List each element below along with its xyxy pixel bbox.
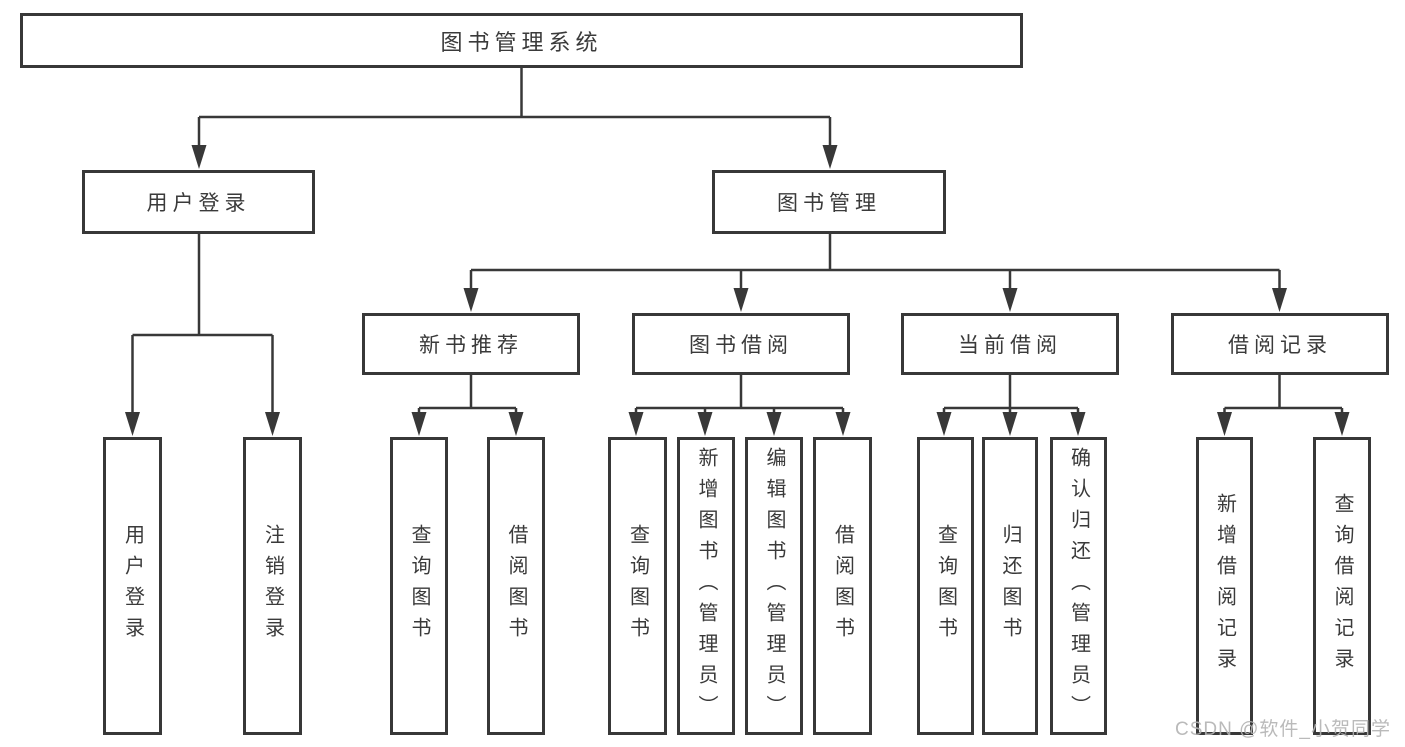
leaf-label: 查询图书 (408, 524, 430, 648)
node-new-book-recommend: 新书推荐 (362, 313, 580, 375)
leaf-user-login: 用户登录 (103, 437, 162, 735)
edge-book-borrow-to-leaves (634, 375, 845, 414)
leaf-label: 用户登录 (121, 524, 144, 648)
leaf-label: 注销登录 (261, 524, 284, 648)
leaf-query-books-borrow: 查询图书 (608, 437, 667, 735)
edge-new-book-recommend-to-leaves (417, 375, 518, 414)
leaf-label: 新增图书（管理员） (695, 446, 717, 726)
edge-user-login-to-leaves (131, 234, 274, 414)
arrowheads-level3 (463, 288, 1287, 312)
leaf-borrow-books: 借阅图书 (813, 437, 872, 735)
leaf-label: 编辑图书（管理员） (763, 446, 785, 726)
node-label: 当前借阅 (958, 334, 1062, 357)
arrowheads-current-borrow (936, 412, 1086, 436)
leaf-return-books: 归还图书 (982, 437, 1038, 735)
leaf-logout: 注销登录 (243, 437, 302, 735)
leaf-label: 借阅图书 (831, 524, 854, 648)
leaf-confirm-return-admin: 确认归还（管理员） (1050, 437, 1107, 735)
leaf-query-books-current: 查询图书 (917, 437, 974, 735)
arrowheads-user-login (125, 412, 280, 436)
node-label: 借阅记录 (1228, 334, 1332, 357)
leaf-label: 查询图书 (934, 524, 957, 648)
node-borrow-record: 借阅记录 (1171, 313, 1389, 375)
node-book-management: 图书管理 (712, 170, 946, 234)
leaf-label: 新增借阅记录 (1213, 493, 1236, 679)
edge-book-management-to-level3 (469, 234, 1281, 290)
leaf-query-borrow-record: 查询借阅记录 (1313, 437, 1371, 735)
arrowheads-borrow-record (1217, 412, 1350, 436)
node-label: 图书管理 (777, 192, 881, 215)
leaf-query-books-recommend: 查询图书 (390, 437, 448, 735)
leaf-add-books-admin: 新增图书（管理员） (677, 437, 735, 735)
leaf-edit-books-admin: 编辑图书（管理员） (745, 437, 803, 735)
node-label: 新书推荐 (419, 334, 523, 357)
node-label: 图书借阅 (689, 334, 793, 357)
arrowheads-level2 (191, 145, 838, 169)
arrowheads-new-book-recommend (411, 412, 524, 436)
leaf-borrow-books-recommend: 借阅图书 (487, 437, 545, 735)
edge-root-to-level2 (197, 68, 832, 147)
leaf-label: 归还图书 (999, 524, 1021, 648)
leaf-label: 借阅图书 (505, 524, 527, 648)
node-library-management-system: 图书管理系统 (20, 13, 1023, 68)
leaf-label: 查询图书 (626, 524, 649, 648)
node-current-borrow: 当前借阅 (901, 313, 1119, 375)
leaf-label: 确认归还（管理员） (1067, 446, 1090, 726)
edge-borrow-record-to-leaves (1223, 375, 1344, 414)
leaf-label: 查询借阅记录 (1331, 493, 1353, 679)
edge-current-borrow-to-leaves (942, 375, 1080, 414)
node-label: 图书管理系统 (440, 29, 603, 55)
leaf-add-borrow-record: 新增借阅记录 (1196, 437, 1253, 735)
node-book-borrow: 图书借阅 (632, 313, 850, 375)
node-label: 用户登录 (146, 192, 251, 215)
csdn-watermark: CSDN @软件_小贺同学 (1175, 719, 1391, 740)
arrowheads-book-borrow (628, 412, 851, 436)
node-user-login: 用户登录 (82, 170, 315, 234)
